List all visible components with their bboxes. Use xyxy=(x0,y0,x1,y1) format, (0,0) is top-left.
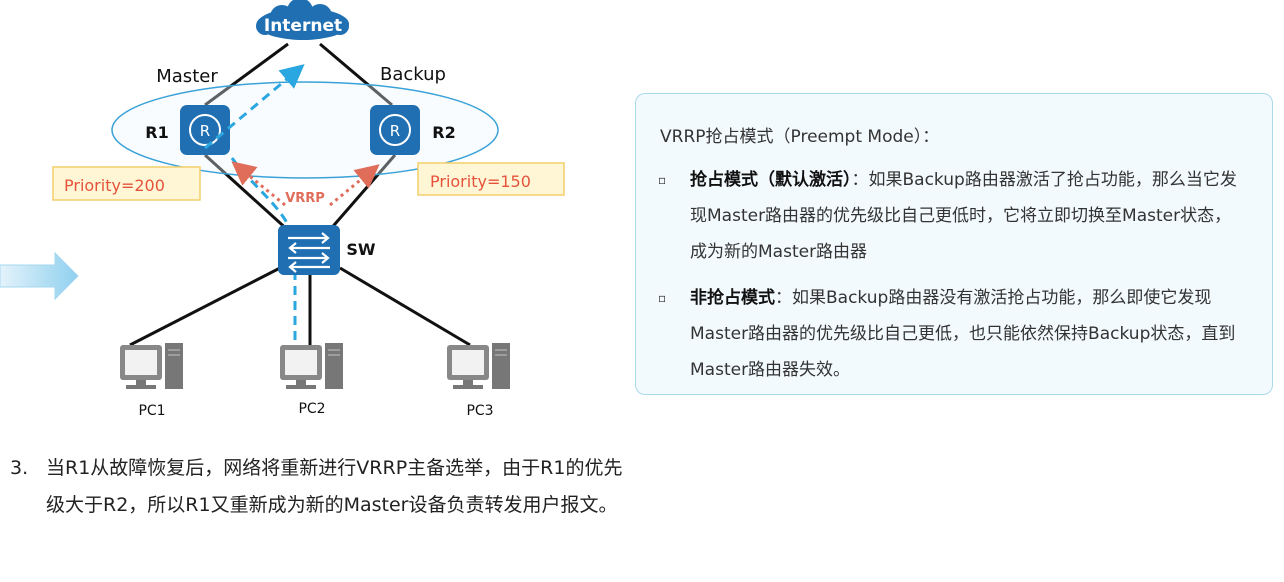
note-item-heading: 抢占模式（默认激活） xyxy=(690,170,852,190)
note-item-body: ：如果Backup路由器没有激活抢占功能，那么即使它发现Master路由器的优先… xyxy=(690,288,1236,380)
r1-priority-text: Priority=200 xyxy=(64,176,165,195)
router-r2-icon: R xyxy=(370,105,420,155)
pc3-label: PC3 xyxy=(466,403,493,419)
pc1-label: PC1 xyxy=(138,403,165,419)
pc1-icon xyxy=(120,343,183,389)
preempt-mode-note: VRRP抢占模式（Preempt Mode）： ▫ 抢占模式（默认激活）：如果B… xyxy=(635,93,1273,395)
master-label: Master xyxy=(156,66,218,87)
internet-label: Internet xyxy=(264,16,342,36)
step-text: 当R1从故障恢复后，网络将重新进行VRRP主备选举，由于R1的优先级大于R2，所… xyxy=(46,457,623,516)
note-title: VRRP抢占模式（Preempt Mode）： xyxy=(660,127,940,147)
pc2-label: PC2 xyxy=(298,401,325,417)
r2-label: R2 xyxy=(432,123,455,142)
r2-priority-text: Priority=150 xyxy=(430,172,531,191)
svg-text:R: R xyxy=(390,122,400,140)
switch-sw-icon xyxy=(278,225,340,275)
pc2-icon xyxy=(280,343,343,389)
step-number: 3. xyxy=(10,457,29,479)
note-item-heading: 非抢占模式 xyxy=(690,288,775,308)
vrrp-label: VRRP xyxy=(285,191,325,206)
network-links xyxy=(129,42,471,347)
sw-label: SW xyxy=(346,240,376,259)
backup-label: Backup xyxy=(380,64,446,85)
traffic-path-upper xyxy=(204,64,305,150)
svg-text:R: R xyxy=(200,122,210,140)
bullet-icon: ▫ xyxy=(658,291,667,305)
r2-priority-box xyxy=(417,162,565,196)
pc3-icon xyxy=(447,343,510,389)
vrrp-arrow-to-r2 xyxy=(329,164,380,207)
internet-cloud-icon xyxy=(256,0,349,40)
transition-arrow-icon xyxy=(0,251,79,301)
note-item-text: 非抢占模式：如果Backup路由器没有激活抢占功能，那么即使它发现Master路… xyxy=(690,280,1240,388)
bullet-icon: ▫ xyxy=(658,173,667,187)
r1-priority-box xyxy=(52,166,201,201)
r1-label: R1 xyxy=(145,123,168,142)
note-item-text: 抢占模式（默认激活）：如果Backup路由器激活了抢占功能，那么当它发现Mast… xyxy=(690,162,1240,270)
vrrp-topology-diagram: Internet Master Backup R R1 R R2 Priorit… xyxy=(0,0,565,419)
router-r1-icon: R xyxy=(180,105,230,155)
note-item-body: ：如果Backup路由器激活了抢占功能，那么当它发现Master路由器的优先级比… xyxy=(690,170,1237,262)
